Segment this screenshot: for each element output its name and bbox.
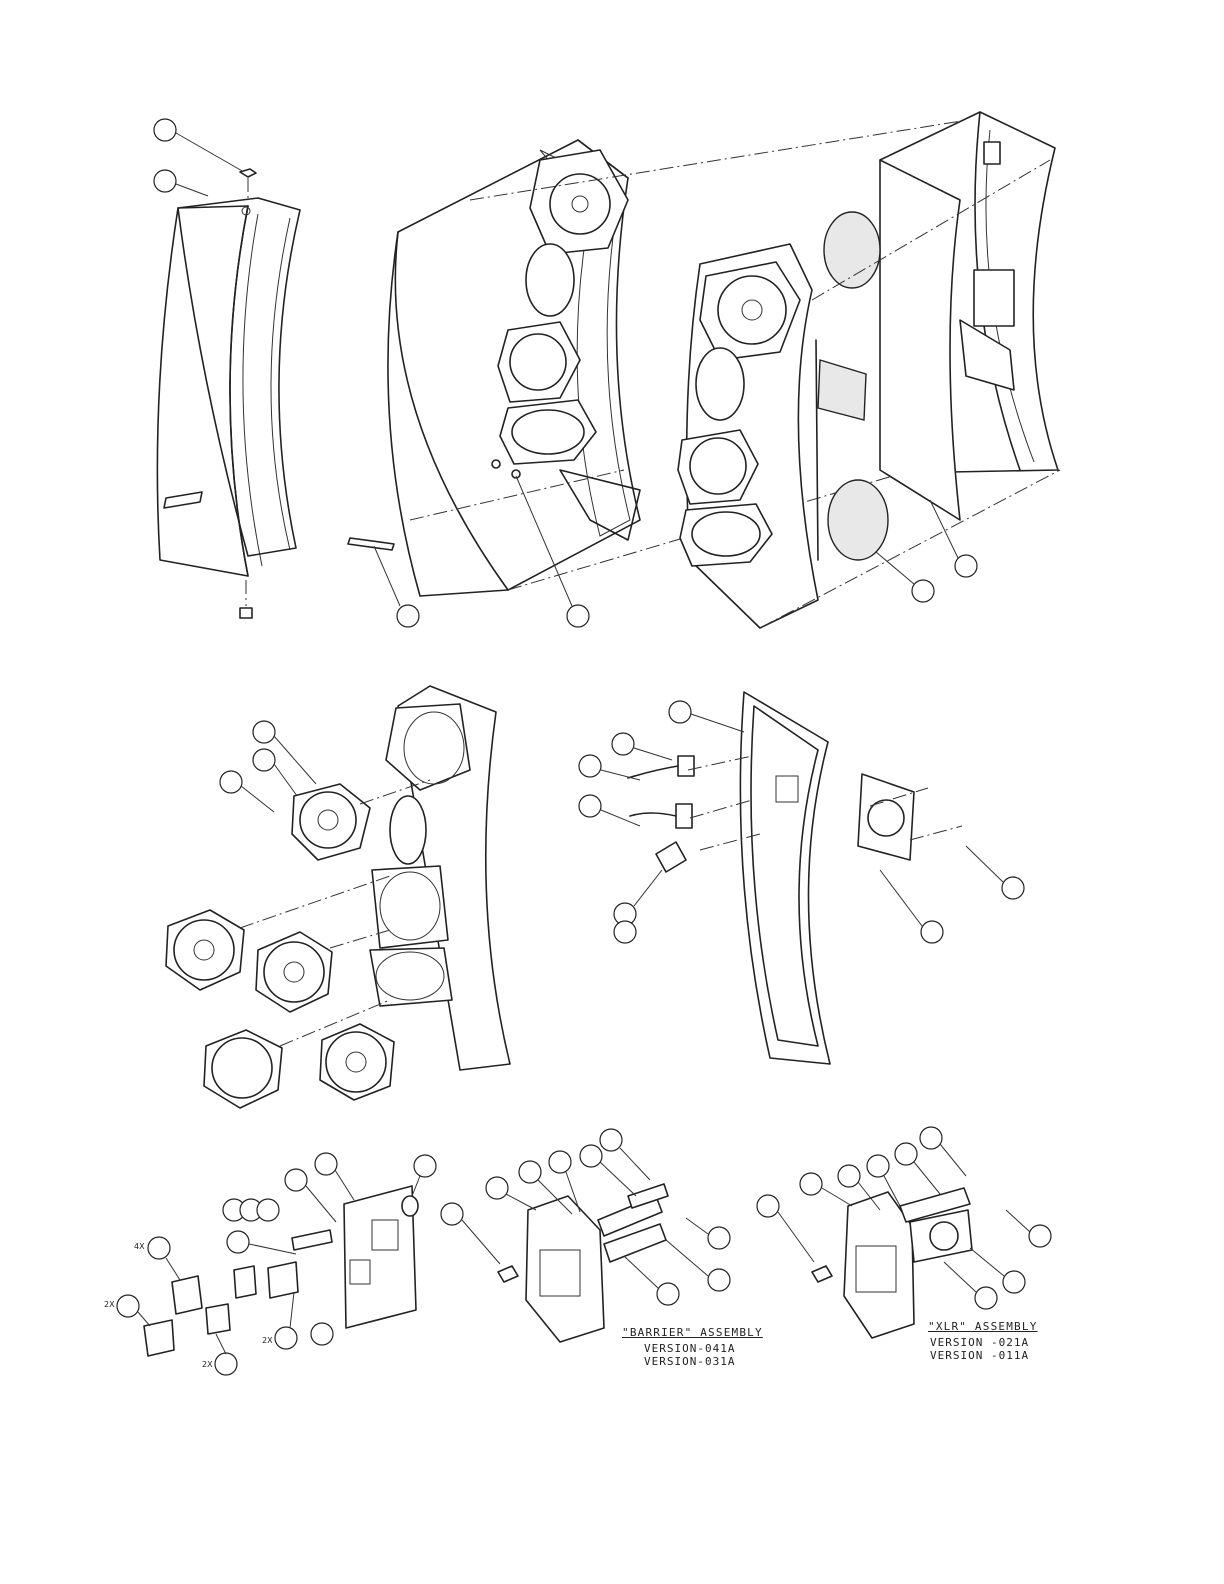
- driver-frame: [256, 932, 332, 1012]
- nut-icon: [812, 1266, 832, 1282]
- quantity-mark: 2X: [262, 1336, 273, 1345]
- callout-circle: [441, 1203, 463, 1225]
- barrier-assembly-title: "BARRIER" ASSEMBLY: [622, 1326, 763, 1339]
- internals-view: [678, 112, 1060, 628]
- callout-circle: [920, 1127, 942, 1149]
- quantity-mark: 2X: [104, 1300, 115, 1309]
- callout-circle: [275, 1327, 297, 1349]
- jack-plate-view: [117, 1153, 436, 1375]
- xlr-version-label: VERSION -011A: [930, 1349, 1029, 1362]
- nut-icon: [498, 1266, 518, 1282]
- callout-circle: [600, 1129, 622, 1151]
- callout-circle: [955, 555, 977, 577]
- barrier-assembly-view: [441, 1129, 730, 1342]
- terminal-block: [974, 270, 1014, 326]
- driver-port: [696, 348, 744, 420]
- driver-frame: [204, 1030, 282, 1108]
- callout-circle: [612, 733, 634, 755]
- callout-circle: [838, 1165, 860, 1187]
- callout-circle: [257, 1199, 279, 1221]
- callout-circle: [1002, 877, 1024, 899]
- xlr-assembly-view: [757, 1127, 1051, 1338]
- callout-circle: [895, 1143, 917, 1165]
- callout-circle: [285, 1169, 307, 1191]
- driver-frame: [166, 910, 244, 990]
- callout-circle: [414, 1155, 436, 1177]
- callout-circle: [148, 1237, 170, 1259]
- callout-circle: [154, 119, 176, 141]
- screw-icon: [240, 169, 256, 177]
- callout-circle: [912, 580, 934, 602]
- callout-circle: [117, 1295, 139, 1317]
- callout-circle: [921, 921, 943, 943]
- callout-circle: [579, 755, 601, 777]
- callout-circle: [657, 1283, 679, 1305]
- callout-circle: [800, 1173, 822, 1195]
- capacitor-icon: [676, 804, 692, 828]
- foam-damper: [824, 212, 880, 288]
- callout-circle: [154, 170, 176, 192]
- callout-circle: [519, 1161, 541, 1183]
- callout-circle: [1029, 1225, 1051, 1247]
- callout-circle: [1003, 1271, 1025, 1293]
- callout-circle: [669, 701, 691, 723]
- barrier-version-label: VERSION-031A: [644, 1355, 735, 1368]
- callout-circle: [579, 795, 601, 817]
- callout-circle: [708, 1269, 730, 1291]
- screw-icon: [240, 608, 252, 618]
- callout-circle: [253, 721, 275, 743]
- logo-badge: [348, 538, 394, 550]
- quantity-mark: 2X: [202, 1360, 213, 1369]
- callout-circle: [486, 1177, 508, 1199]
- terminal-housing: [526, 1196, 604, 1342]
- rear-panel-exploded-view: [579, 692, 1024, 1064]
- driver-frame: [320, 1024, 394, 1100]
- callout-circle: [397, 605, 419, 627]
- callout-circle: [975, 1287, 997, 1309]
- driver-port: [390, 796, 426, 864]
- baffle-exploded-view: [166, 686, 510, 1108]
- driver-port: [526, 244, 574, 316]
- screw-icon: [292, 1230, 332, 1250]
- front-grille-view: [154, 119, 300, 618]
- xlr-assembly-title: "XLR" ASSEMBLY: [928, 1320, 1038, 1333]
- callout-circle: [580, 1145, 602, 1167]
- quantity-mark: 4X: [134, 1242, 145, 1251]
- logo-badge: [164, 492, 202, 508]
- component-block: [984, 142, 1000, 164]
- binding-post: [144, 1320, 174, 1356]
- foam-damper: [828, 480, 888, 560]
- binding-post: [172, 1276, 202, 1314]
- callout-circle: [549, 1151, 571, 1173]
- barrier-version-label: VERSION-041A: [644, 1342, 735, 1355]
- terminal-plate: [858, 774, 914, 860]
- callout-circle: [708, 1227, 730, 1249]
- callout-circle: [220, 771, 242, 793]
- callout-circle: [215, 1353, 237, 1375]
- inductor-icon: [656, 842, 686, 872]
- callout-circle: [614, 921, 636, 943]
- callout-circle: [757, 1195, 779, 1217]
- callout-circle: [311, 1323, 333, 1345]
- callout-circle: [253, 749, 275, 771]
- callout-circle: [227, 1231, 249, 1253]
- callout-circle: [567, 605, 589, 627]
- xlr-version-label: VERSION -021A: [930, 1336, 1029, 1349]
- foam-strip: [818, 360, 866, 420]
- callout-circle: [315, 1153, 337, 1175]
- capacitor-icon: [678, 756, 694, 776]
- callout-circle: [867, 1155, 889, 1177]
